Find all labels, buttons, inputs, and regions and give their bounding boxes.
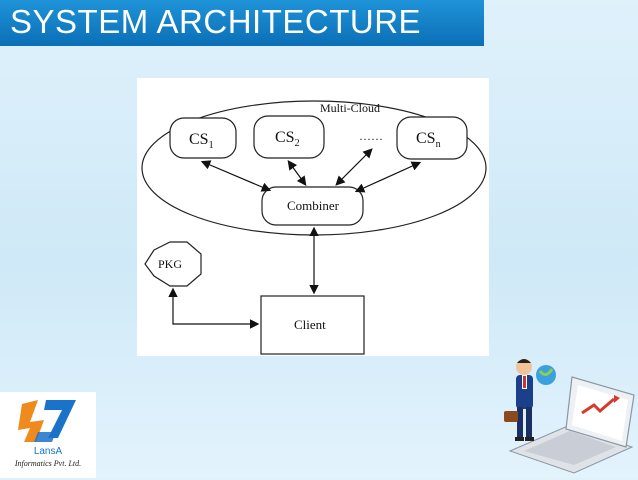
cloud-server-2: CS2 [253, 115, 325, 159]
cloud-server-1: CS1 [169, 117, 237, 159]
logo-brand-name: LansA [33, 446, 63, 457]
more-servers-ellipsis: …… [359, 129, 383, 143]
arrow-pkg-client [168, 287, 260, 329]
lansa-logo-icon [18, 400, 76, 442]
architecture-diagram: Multi-Cloud CS1 CS2 …… CSn Combiner [137, 78, 489, 356]
multi-cloud-label: Multi-Cloud [320, 101, 380, 115]
svg-text:CS1: CS1 [189, 131, 214, 151]
arrow-csn-combiner [354, 161, 422, 193]
slide-title: SYSTEM ARCHITECTURE [10, 3, 422, 40]
svg-text:Client: Client [294, 317, 326, 332]
company-logo: LansA Informatics Pvt. Ltd. [0, 392, 96, 478]
pkg-node: PKG [144, 241, 202, 287]
title-bar: SYSTEM ARCHITECTURE [0, 0, 484, 46]
svg-text:Combiner: Combiner [287, 198, 340, 213]
arrow-cs1-combiner [200, 160, 272, 192]
svg-text:CS2: CS2 [275, 129, 300, 149]
cloud-server-n: CSn [396, 116, 468, 160]
combiner-node: Combiner [261, 186, 364, 226]
svg-text:PKG: PKG [158, 257, 182, 271]
svg-text:CSn: CSn [416, 130, 441, 150]
arrow-cs2-combiner [287, 160, 307, 186]
logo-tagline: Informatics Pvt. Ltd. [14, 459, 82, 468]
client-node: Client [260, 295, 365, 355]
businessman-laptop-clipart [500, 355, 636, 480]
arrow-ellipsis-combiner [335, 148, 373, 186]
